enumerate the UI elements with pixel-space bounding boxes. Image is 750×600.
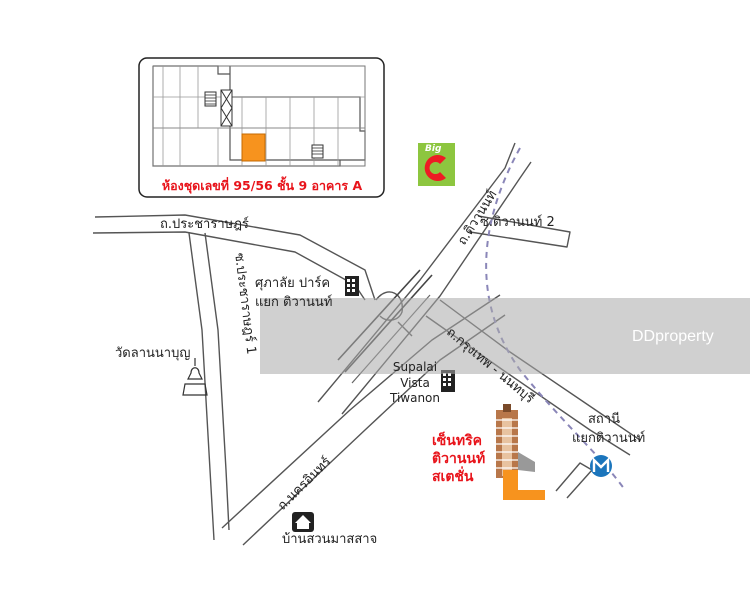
watermark-text: DDproperty (632, 328, 714, 345)
rail-line (485, 147, 626, 491)
project-line1: เซ็นทริค (432, 433, 482, 449)
landmark-supalai-park-line1: ศุภาลัย ปาร์ค (255, 276, 331, 291)
landmark-wat: วัดลานนาบุญ (115, 346, 191, 361)
watermark-band (260, 298, 750, 374)
road-label-pracharat: ถ.ประชาราษฎร์ (160, 217, 249, 232)
landmark-supalai-vista: Supalai Vista Tiwanon (385, 360, 445, 407)
landmark-supalai-park-line2: แยก ติวานนท์ (255, 295, 333, 310)
project-line2: ติวานนท์ (432, 451, 486, 468)
metro-icon (590, 455, 612, 477)
unit-caption: ห้องชุดเลขที่ 95/56 ชั้น 9 อาคาร A (161, 178, 363, 193)
vista-line2: Vista (400, 375, 430, 390)
station-line2: แยกติวานนท์ (572, 431, 646, 446)
landmark-house: บ้านสวนมาสสาจ (282, 532, 378, 547)
bigc-logo-icon (418, 143, 455, 186)
vista-line3: Tiwanon (389, 391, 440, 406)
house-icon (292, 512, 314, 532)
vista-line1: Supalai (392, 360, 438, 374)
road-label-soi-tiwanon-2: ซ.ติวานนท์ 2 (480, 215, 555, 230)
floor-plan (138, 57, 385, 198)
bigc-label: Big (425, 144, 442, 154)
project-name: เซ็นทริค ติวานนท์ สเตชั่น (432, 432, 485, 487)
project-line3: สเตชั่น (432, 469, 474, 486)
project-tower-icon (496, 404, 545, 500)
temple-icon (182, 358, 208, 396)
station-line1: สถานี (588, 412, 620, 427)
highlighted-unit (241, 133, 266, 162)
